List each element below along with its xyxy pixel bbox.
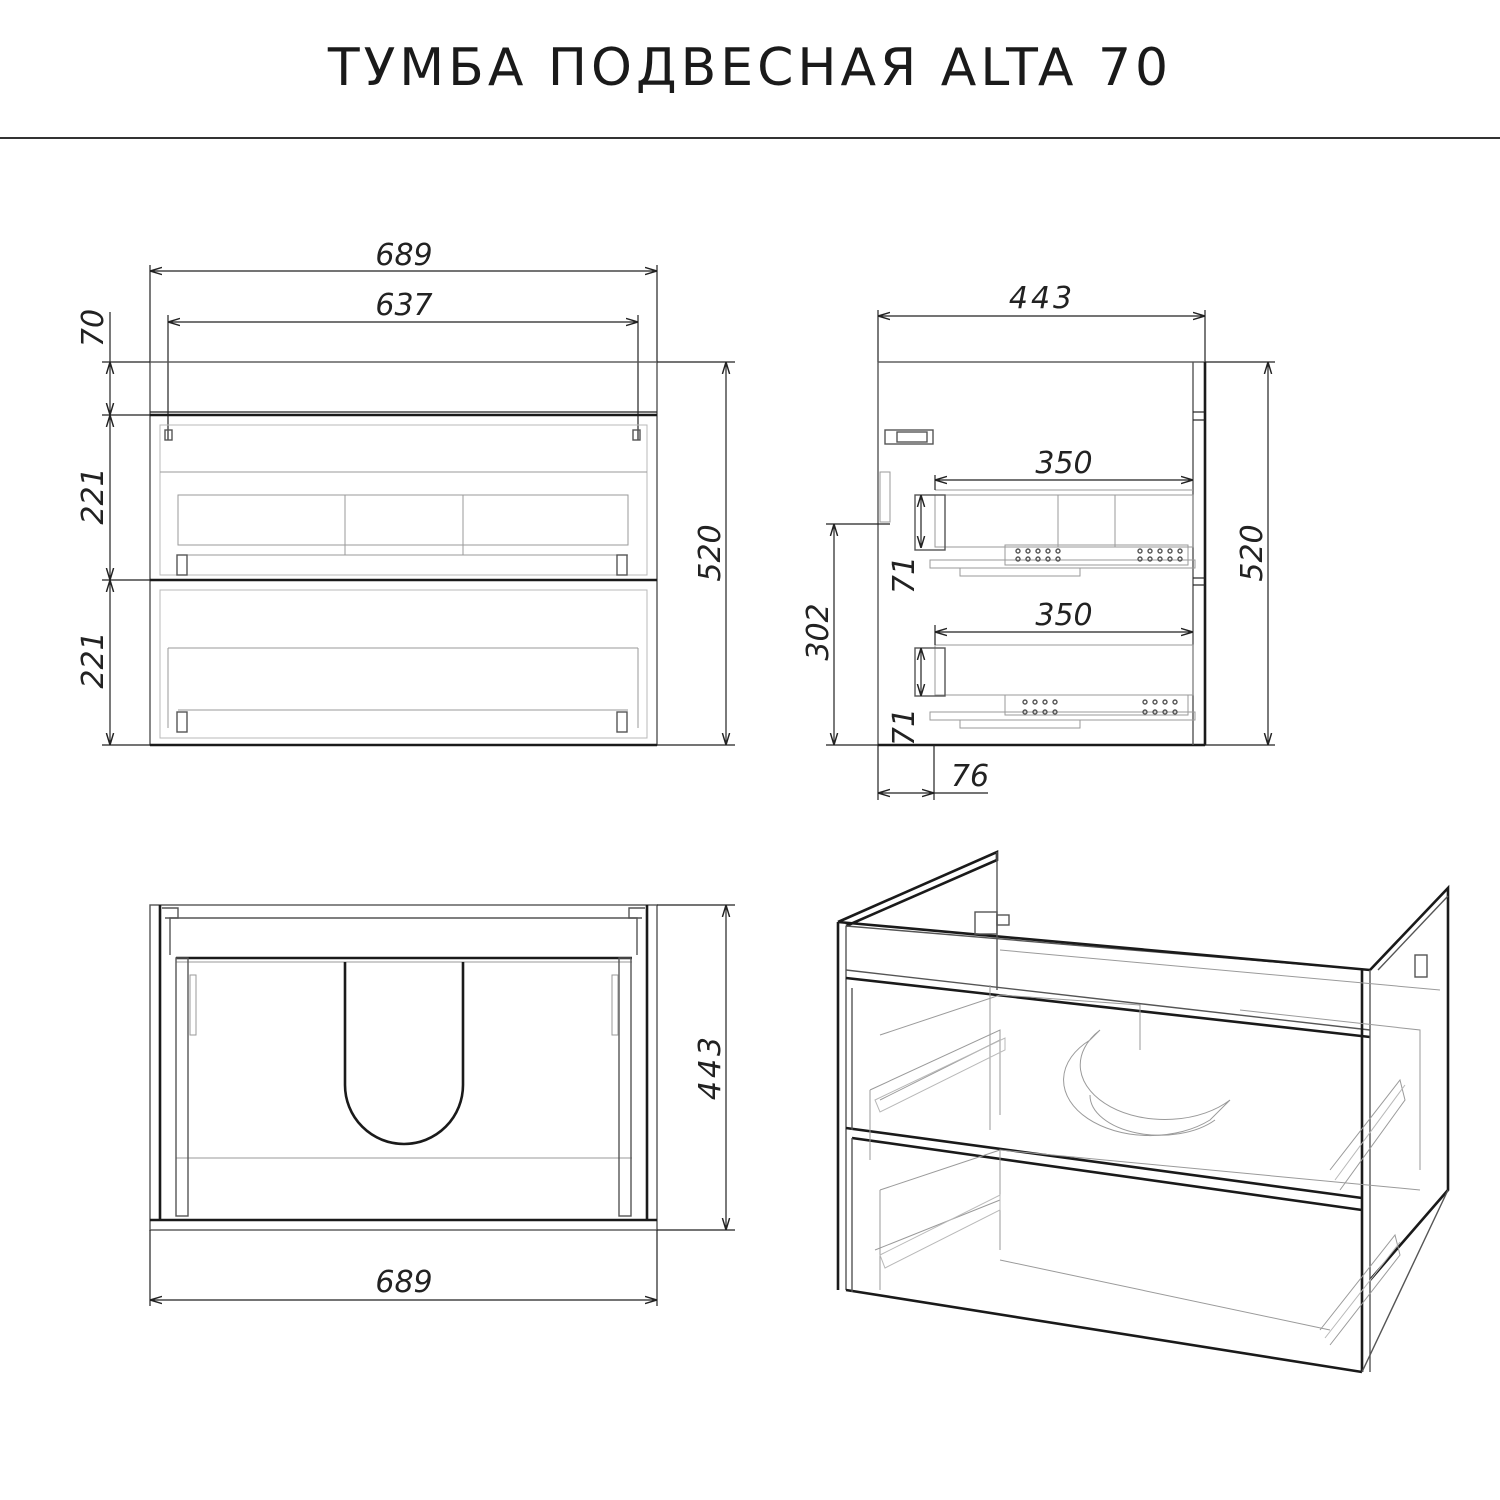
sink-cutout — [343, 962, 465, 1146]
isometric-view — [836, 850, 1450, 1374]
side-rail-holes-lower — [1022, 699, 1178, 715]
top-depth-label: 443 — [693, 1034, 728, 1100]
front-lower-drawer-height-label: 221 — [76, 631, 111, 688]
side-total-height-label: 520 — [1235, 524, 1270, 581]
side-depth-label: 443 — [1009, 281, 1075, 316]
front-upper-drawer-height-label: 221 — [76, 467, 111, 524]
side-lower-drawer-depth-label: 350 — [1035, 598, 1092, 633]
front-top-height-label: 70 — [76, 309, 111, 347]
side-upper-drawer-depth-label: 350 — [1035, 446, 1092, 481]
title-divider — [0, 137, 1500, 139]
top-view: 443 689 — [149, 904, 735, 1306]
side-upper-rail-height-label: 71 — [887, 556, 922, 594]
side-mount-height-label: 302 — [801, 603, 836, 660]
side-bottom-offset-label: 76 — [951, 759, 989, 794]
side-lower-rail-height-label: 71 — [887, 708, 922, 746]
front-width-label: 689 — [375, 238, 432, 273]
front-view: 689 637 70 — [76, 238, 735, 747]
side-rail-holes-upper — [1015, 548, 1183, 562]
top-width-label: 689 — [375, 1265, 432, 1300]
side-view: 443 — [801, 281, 1275, 800]
page-title: ТУМБА ПОДВЕСНАЯ ALTA 70 — [327, 38, 1173, 98]
front-total-height-label: 520 — [693, 524, 728, 581]
front-inner-width-label: 637 — [375, 288, 432, 323]
